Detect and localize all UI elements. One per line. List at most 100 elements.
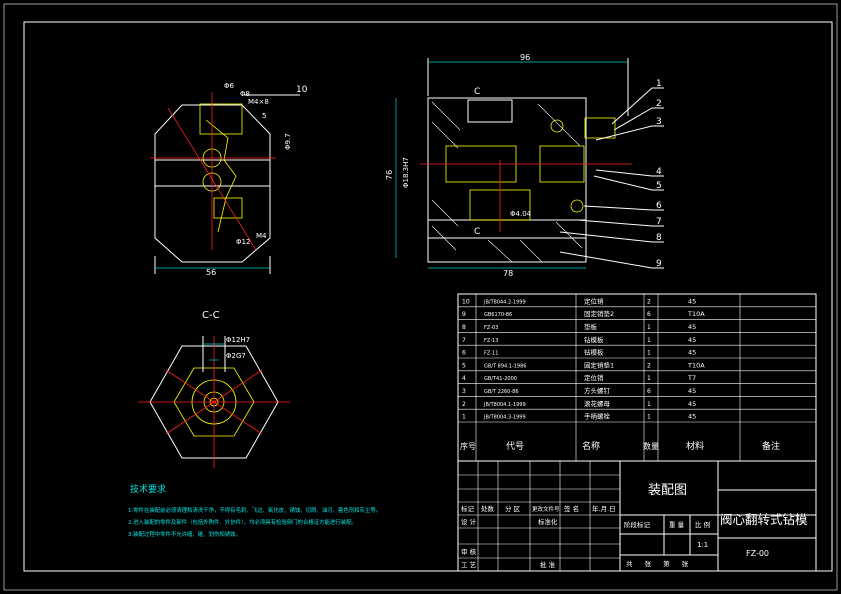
bom-cell-no: 3	[462, 388, 466, 395]
side-view: 96 76 Φ18.3H7 Φ4.04 78 C C 1 2 3 4 5 6 7…	[385, 53, 664, 278]
label-change-doc: 更改文件号	[532, 505, 560, 513]
side-bore-dim: Φ18.3H7	[402, 157, 410, 188]
tech-req-line-1: 1.零件在装配前必须清理和清洗干净，不得有毛刺、飞边、氧化皮、锈蚀、切屑、油污、…	[128, 506, 381, 514]
side-height-dim: 76	[385, 170, 394, 180]
balloon-4: 4	[656, 167, 662, 177]
label-review: 审 核	[461, 547, 477, 556]
bom-cell-qty: 1	[647, 350, 651, 357]
inner-frame	[23, 21, 833, 572]
label-weight: 重 量	[669, 521, 685, 529]
side-hole-dim: Φ4.04	[510, 210, 532, 218]
section-dim-1: Φ12H7	[226, 336, 250, 344]
label-date: 年.月.日	[592, 504, 616, 513]
label-stage-mark: 阶段标记	[624, 520, 651, 529]
bom-grid-lines	[458, 294, 816, 461]
bom-cell-qty: 1	[647, 375, 651, 382]
tech-req-line-2: 2.进入装配的零件及部件（包括外购件、外协件），均必须具有检验部门的合格证方能进…	[128, 518, 357, 526]
bom-cell-name: 方头螺钉	[584, 386, 611, 395]
bom-cell-no: 6	[462, 350, 466, 357]
section-view: C-C Φ12H7 Φ2G7	[138, 310, 290, 468]
bom-cell-mat: 45	[688, 323, 696, 331]
bom-cell-code: JB/T8044.2-1999	[483, 299, 526, 305]
bom-cell-qty: 6	[647, 388, 651, 395]
bom-cell-code: GB/T 894.1-1986	[484, 363, 526, 369]
front-dim-4: Φ9.7	[284, 133, 292, 150]
bom-cell-qty: 1	[647, 324, 651, 331]
bom-cell-qty: 2	[647, 362, 651, 369]
bom-header-note: 备注	[762, 440, 780, 452]
bom-cell-qty: 1	[647, 337, 651, 344]
bom-cell-code: FZ-13	[484, 338, 498, 344]
scale-value: 1:1	[697, 541, 708, 549]
outer-frame	[3, 3, 838, 591]
balloon-6: 6	[656, 201, 662, 211]
bom-cell-qty: 6	[647, 311, 651, 318]
bom-cell-code: JB/T8004.3-1999	[483, 415, 526, 421]
label-sign: 签 名	[564, 504, 579, 513]
label-count: 处数	[481, 504, 495, 513]
label-design: 设 计	[461, 517, 477, 526]
section-mark-top: C	[474, 87, 480, 97]
section-title: C-C	[202, 310, 220, 321]
label-mark: 标记	[461, 504, 475, 513]
bom-cell-no: 8	[462, 324, 466, 331]
drawing-name: 装配图	[648, 483, 687, 498]
label-standardize: 标准化	[538, 517, 558, 526]
front-dim-6: Φ12	[236, 238, 250, 246]
product-name: 阀心翻转式钻模	[720, 512, 808, 527]
label-zone: 分 区	[505, 504, 521, 513]
front-view: 10 Φ6 Φ8 M4×8 Φ9.7 5 Φ12 M4 56	[150, 82, 308, 277]
tech-req-line-3: 3.装配过程中零件不允许磕、碰、划伤和锈蚀。	[128, 530, 241, 538]
bom-cell-name: 钻模板	[584, 335, 604, 344]
tech-req-title: 技术要求	[130, 483, 166, 495]
bom-cell-name: 定位销	[584, 373, 604, 382]
label-sheets: 共 张 第 张	[626, 559, 693, 568]
bom-cell-no: 7	[462, 337, 466, 344]
side-top-dim: 96	[520, 53, 530, 62]
bom-cell-no: 9	[462, 311, 466, 318]
section-dim-2: Φ2G7	[226, 352, 246, 360]
bom-cell-mat: T10A	[687, 310, 705, 318]
bom-cell-code: GB6170-86	[484, 312, 512, 318]
balloon-10: 10	[296, 85, 308, 95]
bom-cell-mat: 45	[688, 387, 696, 395]
bom-cell-mat: 45	[688, 400, 696, 408]
bom-cell-name: 固定销垫1	[584, 360, 614, 369]
bom-cell-code: GB/T 2260-86	[484, 389, 519, 395]
bom-cell-name: 手柄螺栓	[584, 412, 611, 421]
bom-cell-code: JB/T8004.1-1999	[483, 402, 526, 408]
front-dim-3: M4×8	[248, 98, 269, 106]
bom-cell-name: 固定销垫2	[584, 309, 614, 318]
bom-header-name: 名称	[582, 440, 600, 452]
bom-cell-mat: T10A	[687, 361, 705, 369]
front-dim-5: 5	[262, 112, 266, 120]
bom-cell-name: 滚花螺母	[584, 399, 611, 408]
bom-cell-code: GB/T41-2000	[484, 376, 517, 382]
bom-cell-mat: T7	[687, 374, 696, 382]
balloon-7: 7	[656, 217, 662, 227]
bom-cell-mat: 45	[688, 413, 696, 421]
label-process: 工 艺	[461, 561, 477, 569]
bom-cell-name: 垫板	[584, 322, 598, 331]
bom-cell-no: 1	[462, 414, 466, 421]
bom-cell-qty: 1	[647, 414, 651, 421]
front-dim-1: Φ6	[224, 82, 235, 90]
bom-cell-qty: 2	[647, 298, 651, 305]
title-block: 装配图 阀心翻转式钻模 FZ-00 1:1 标记 处数 分 区 更改文件号 签 …	[457, 460, 817, 572]
balloon-leaders	[559, 87, 664, 269]
bom-header-code: 代号	[506, 441, 524, 452]
bom-header-qty: 数量	[643, 441, 659, 451]
balloon-5: 5	[656, 181, 662, 191]
balloon-1: 1	[656, 79, 662, 89]
bom-cell-no: 5	[462, 362, 466, 369]
balloon-3: 3	[656, 117, 662, 127]
bom-cell-mat: 45	[688, 336, 696, 344]
bom-cell-name: 定位销	[584, 296, 604, 305]
bom-cell-mat: 45	[688, 349, 696, 357]
bom-header-no: 序号	[460, 441, 476, 451]
label-scale: 比 例	[695, 520, 710, 529]
bom-cell-mat: 45	[688, 297, 696, 305]
